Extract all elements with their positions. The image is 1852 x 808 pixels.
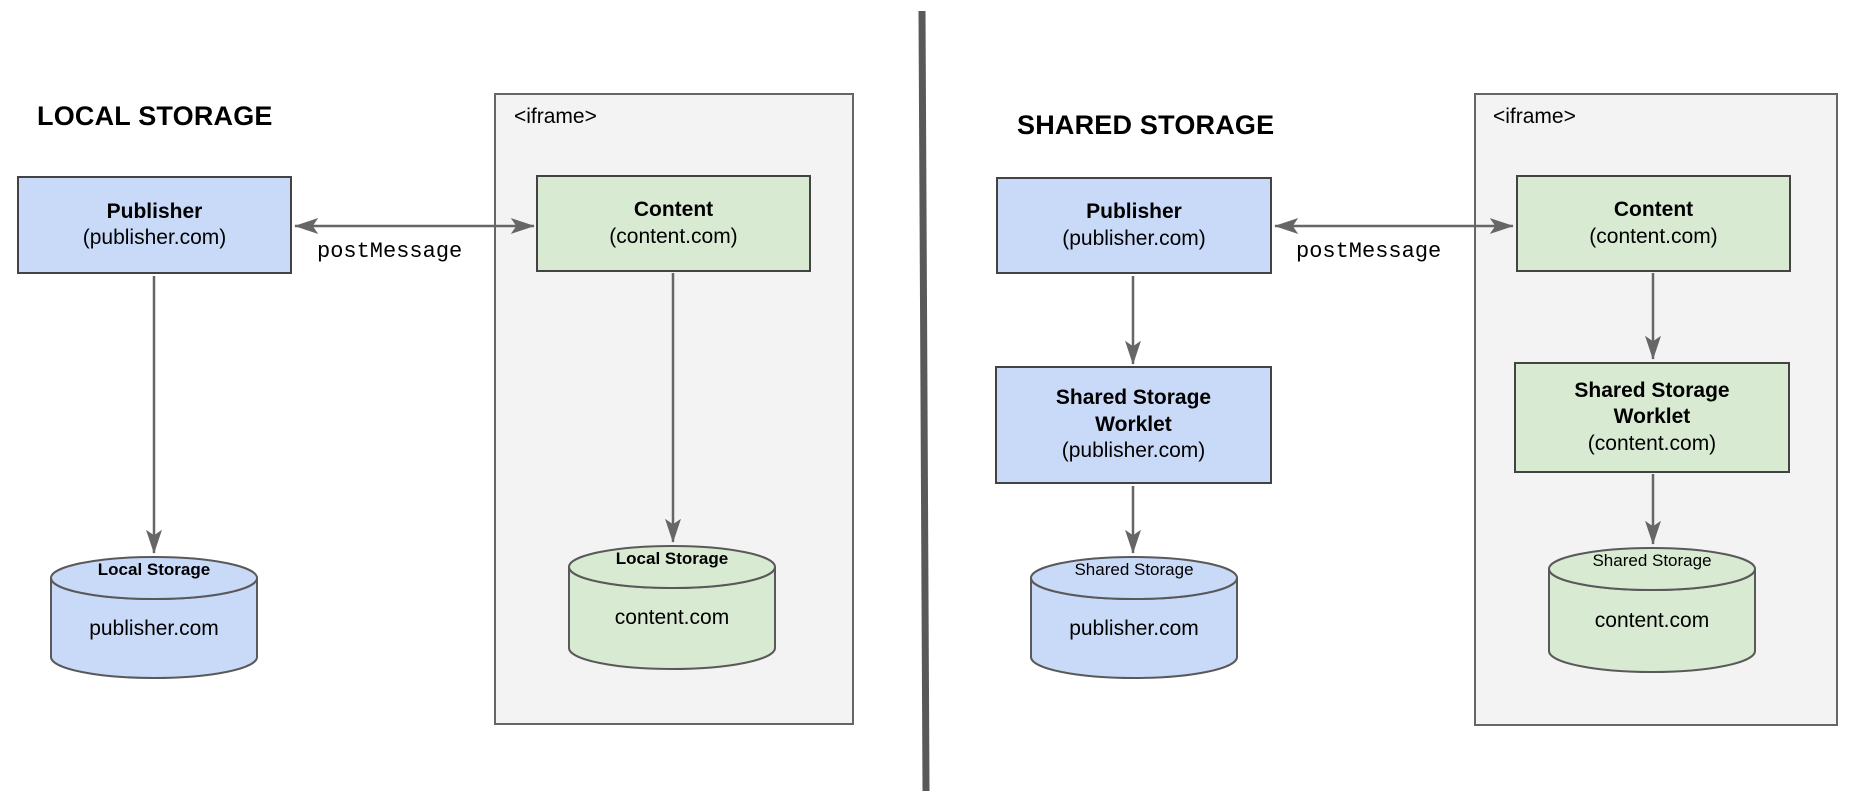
divider-line xyxy=(918,10,930,792)
content-local-storage-cylinder-label: Local Storage xyxy=(615,549,729,568)
publisher-box-left-name: Publisher xyxy=(106,199,203,223)
content-box-right-name: Content xyxy=(1613,198,1694,222)
publisher-local-storage-cylinder xyxy=(50,556,258,679)
content-box-left: Content (content.com) xyxy=(536,175,811,272)
content-box-left-name: Content xyxy=(633,198,714,222)
postmessage-label-right: postMessage xyxy=(1296,239,1442,264)
publisher-box-left-origin: (publisher.com) xyxy=(82,226,227,249)
shared-storage-worklet-publisher-name: Shared Storage Worklet xyxy=(1055,386,1212,436)
postmessage-label-left: postMessage xyxy=(317,239,463,264)
publisher-local-storage-cylinder-origin: publisher.com xyxy=(89,617,219,640)
shared-storage-worklet-box-publisher: Shared Storage Worklet (publisher.com) xyxy=(995,366,1272,484)
iframe-label-right: <iframe> xyxy=(1493,105,1576,128)
shared-storage-worklet-box-content: Shared Storage Worklet (content.com) xyxy=(1514,362,1790,473)
content-shared-storage-cylinder-origin: content.com xyxy=(1594,609,1710,632)
shared-storage-worklet-publisher-origin: (publisher.com) xyxy=(1061,439,1206,463)
content-box-right: Content (content.com) xyxy=(1516,175,1791,272)
left-diagram-title: LOCAL STORAGE xyxy=(37,101,273,131)
right-diagram-title: SHARED STORAGE xyxy=(1017,110,1275,140)
shared-storage-worklet-content-name: Shared Storage Worklet xyxy=(1574,378,1730,429)
content-box-left-origin: (content.com) xyxy=(609,224,738,248)
content-local-storage-cylinder xyxy=(568,545,776,670)
publisher-shared-storage-cylinder-label: Shared Storage xyxy=(1074,560,1194,579)
publisher-box-right-name: Publisher xyxy=(1086,200,1182,224)
shared-storage-worklet-content-origin: (content.com) xyxy=(1587,431,1717,455)
publisher-shared-storage-cylinder-origin: publisher.com xyxy=(1069,617,1199,640)
publisher-local-storage-cylinder-label: Local Storage xyxy=(97,560,211,579)
iframe-label-left: <iframe> xyxy=(514,105,597,128)
publisher-box-right-origin: (publisher.com) xyxy=(1062,226,1206,250)
publisher-shared-storage-cylinder xyxy=(1030,556,1238,679)
content-box-right-origin: (content.com) xyxy=(1589,224,1718,248)
content-local-storage-cylinder-origin: content.com xyxy=(614,606,730,629)
content-shared-storage-cylinder xyxy=(1548,547,1756,673)
publisher-box-right: Publisher (publisher.com) xyxy=(996,177,1272,274)
content-shared-storage-cylinder-label: Shared Storage xyxy=(1592,551,1712,570)
publisher-box-left: Publisher (publisher.com) xyxy=(17,176,292,274)
